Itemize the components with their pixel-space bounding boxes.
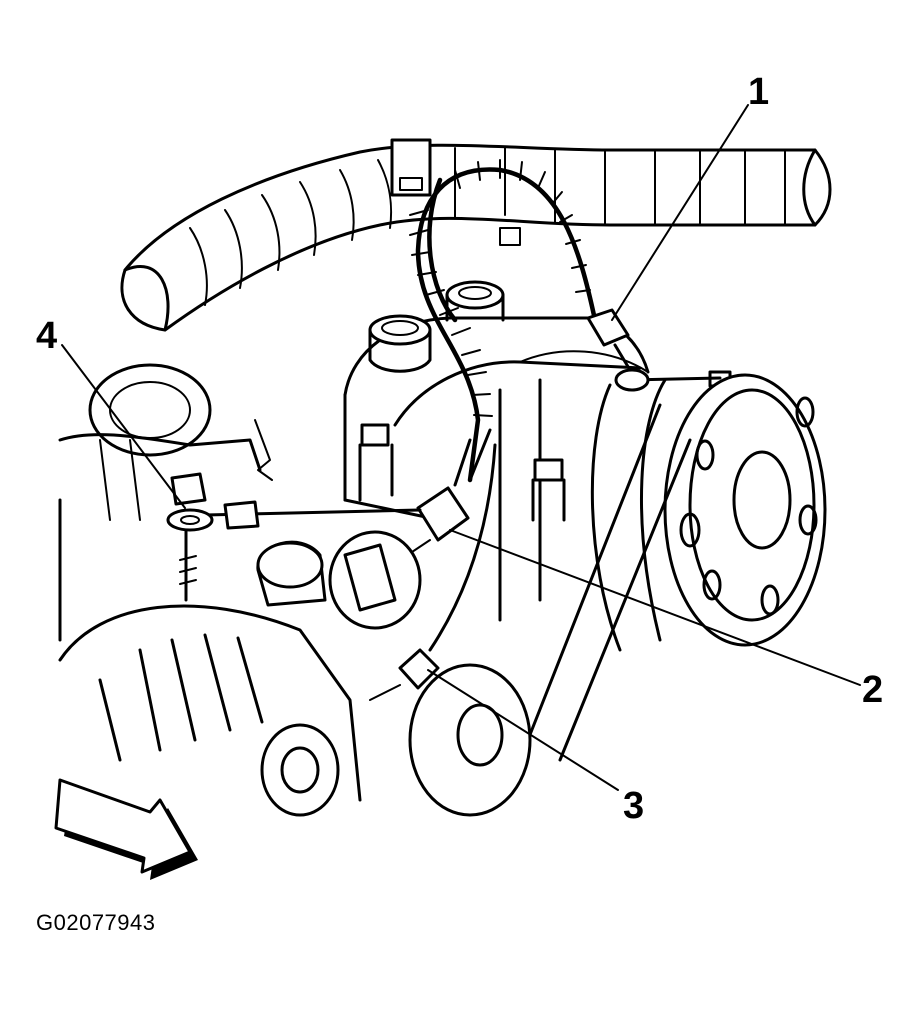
drive-belt (518, 403, 692, 762)
leader-lines (61, 104, 861, 791)
callout-2: 2 (862, 669, 883, 711)
callout-3: 3 (623, 785, 644, 827)
callout-1: 1 (748, 71, 769, 113)
compressor-clutch (590, 373, 827, 652)
wiring-harness (203, 159, 650, 701)
ground-stud (166, 472, 214, 602)
callout-4: 4 (36, 315, 57, 357)
throttle-body (58, 363, 273, 642)
alternator (58, 540, 532, 817)
figure-id: G02077943 (36, 910, 156, 935)
front-direction-arrow (54, 778, 198, 880)
